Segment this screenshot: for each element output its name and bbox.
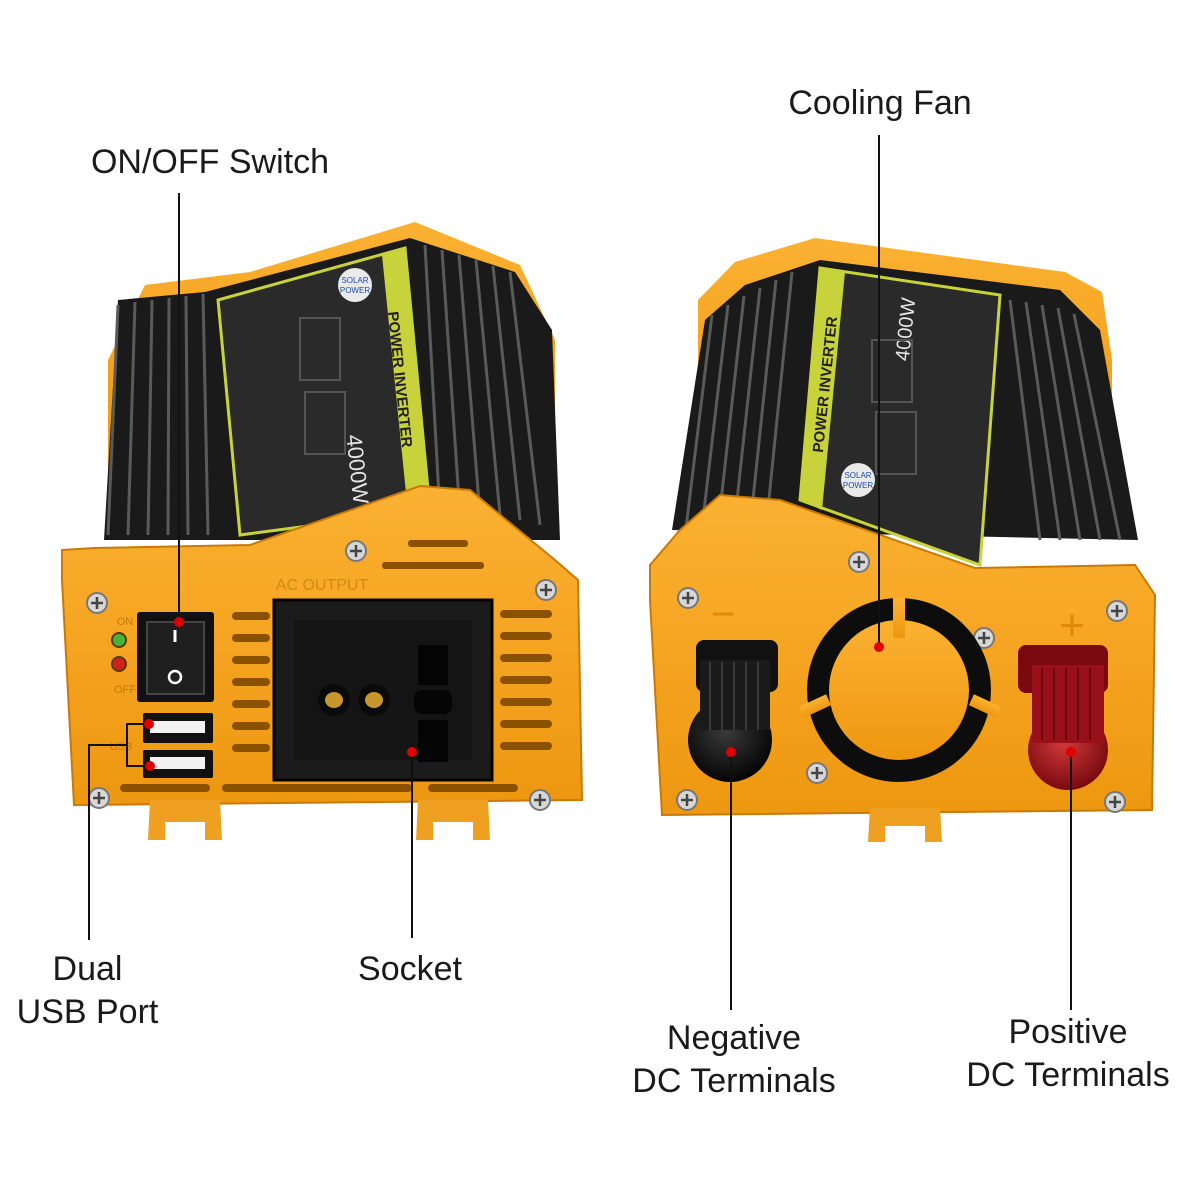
screw-icon <box>528 788 552 812</box>
heatsink-fins <box>106 244 542 536</box>
screw-icon <box>344 539 368 563</box>
digital-displays <box>299 317 346 455</box>
screw-icon <box>534 578 558 602</box>
screw-icon <box>847 550 871 574</box>
negative-sign-text: − <box>711 590 736 637</box>
vent-slots <box>120 540 552 792</box>
callout-dot <box>144 719 154 729</box>
callout-dot <box>726 747 736 757</box>
led-indicator-icon <box>111 656 127 672</box>
usb-label-text: USB <box>110 741 133 753</box>
usb-callout-line <box>88 744 127 940</box>
screw-icon <box>676 586 700 610</box>
usb-port-icon[interactable] <box>143 750 213 778</box>
screw-icon <box>1105 599 1129 623</box>
heatsink-fins <box>684 271 1122 541</box>
switch-off-text: OFF <box>114 684 136 696</box>
callout-lines <box>88 135 1072 1010</box>
positive-terminal-label-line2: DC Terminals <box>966 1056 1170 1094</box>
brand-logo-icon <box>338 268 372 302</box>
screw-icon <box>1103 790 1127 814</box>
brand-bottom-text: POWER <box>843 481 873 490</box>
positive-sign-text: + <box>1059 601 1085 650</box>
brand-top-text: SOLAR <box>341 276 368 285</box>
screw-icon <box>85 591 109 615</box>
callout-dot <box>407 747 417 757</box>
negative-terminal-label-line1: Negative <box>666 1019 802 1057</box>
usb-port-label-line1: Dual <box>52 950 123 988</box>
callout-dot <box>874 642 884 652</box>
positive-terminal-label-line1: Positive <box>1008 1013 1128 1051</box>
led-indicator-icon <box>111 632 127 648</box>
usb-port-icon[interactable] <box>143 713 213 743</box>
callout-dot <box>145 761 155 771</box>
ac-output-text: AC OUTPUT <box>276 577 369 594</box>
negative-terminal[interactable] <box>688 640 778 782</box>
mounting-tab <box>416 800 490 840</box>
switch-on-text: ON <box>117 616 134 628</box>
socket-label: Socket <box>358 950 462 988</box>
callout-dot <box>1066 747 1076 757</box>
negative-terminal-label-line2: DC Terminals <box>632 1062 836 1100</box>
digital-displays <box>871 339 917 475</box>
screw-icon <box>87 786 111 810</box>
callout-dots <box>144 617 1076 771</box>
brand-top-text: SOLAR <box>844 471 871 480</box>
fan-vent-icon <box>798 598 1002 782</box>
brand-bottom-text: POWER <box>340 286 370 295</box>
label-stripe <box>382 248 430 513</box>
mounting-tab <box>148 800 222 840</box>
usb-port-label-line2: USB Port <box>16 993 159 1031</box>
universal-socket-icon[interactable] <box>272 598 494 782</box>
on-off-switch-label: ON/OFF Switch <box>90 143 330 181</box>
label-stripe <box>800 268 845 510</box>
callout-dot <box>174 617 184 627</box>
screw-icon <box>805 761 829 785</box>
cooling-fan-label: Cooling Fan <box>788 84 972 122</box>
positive-terminal[interactable] <box>1018 645 1108 790</box>
inverter-back-view: POWER INVERTER 4000W SOLAR POWER − + <box>649 238 1157 842</box>
brand-logo-icon <box>841 463 875 497</box>
power-switch[interactable] <box>137 612 214 702</box>
screw-icon <box>675 788 699 812</box>
inverter-front-view: POWER INVERTER 4000W SOLAR POWER AC OUTP… <box>61 222 584 840</box>
mounting-tab <box>868 808 942 842</box>
